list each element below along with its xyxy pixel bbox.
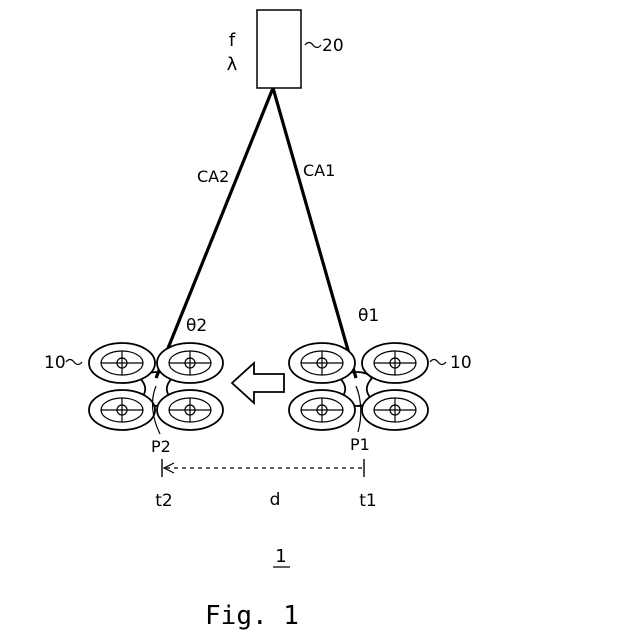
rotor <box>289 343 355 383</box>
point-p2-label: P2 <box>151 437 171 456</box>
rotor <box>89 390 155 430</box>
rotor <box>157 343 223 383</box>
movement-arrow-icon <box>232 363 284 403</box>
rotor <box>362 390 428 430</box>
drone-right-ref-label: 10 <box>450 353 472 373</box>
device-box <box>257 10 301 88</box>
angle-theta2-label: θ2 <box>186 316 207 336</box>
drone-right <box>289 343 428 430</box>
system-ref-label: 1 <box>275 546 286 567</box>
point-p1-leader <box>356 386 361 432</box>
rotor <box>289 390 355 430</box>
rotor <box>157 390 223 430</box>
figure-caption: Fig. 1 <box>205 601 299 631</box>
time-t1-label: t1 <box>359 491 376 511</box>
distance-label: d <box>270 490 281 510</box>
cable-ca1-label: CA1 <box>303 161 335 180</box>
device-ref-label: 20 <box>322 36 344 56</box>
point-p1-label: P1 <box>350 435 370 454</box>
cable-ca2 <box>156 88 273 378</box>
device-leader-tilde <box>305 43 321 48</box>
time-t2-label: t2 <box>155 491 172 511</box>
rotor <box>89 343 155 383</box>
device-param-f: f <box>229 30 236 51</box>
rotor <box>362 343 428 383</box>
cable-ca1 <box>273 88 356 378</box>
drone-left-ref-label: 10 <box>44 353 66 373</box>
angle-theta1-label: θ1 <box>358 306 379 326</box>
cable-ca2-label: CA2 <box>197 167 229 186</box>
device-param-lambda: λ <box>227 54 238 75</box>
drone-left-leader-tilde <box>66 360 82 365</box>
drone-right-leader-tilde <box>430 360 446 365</box>
